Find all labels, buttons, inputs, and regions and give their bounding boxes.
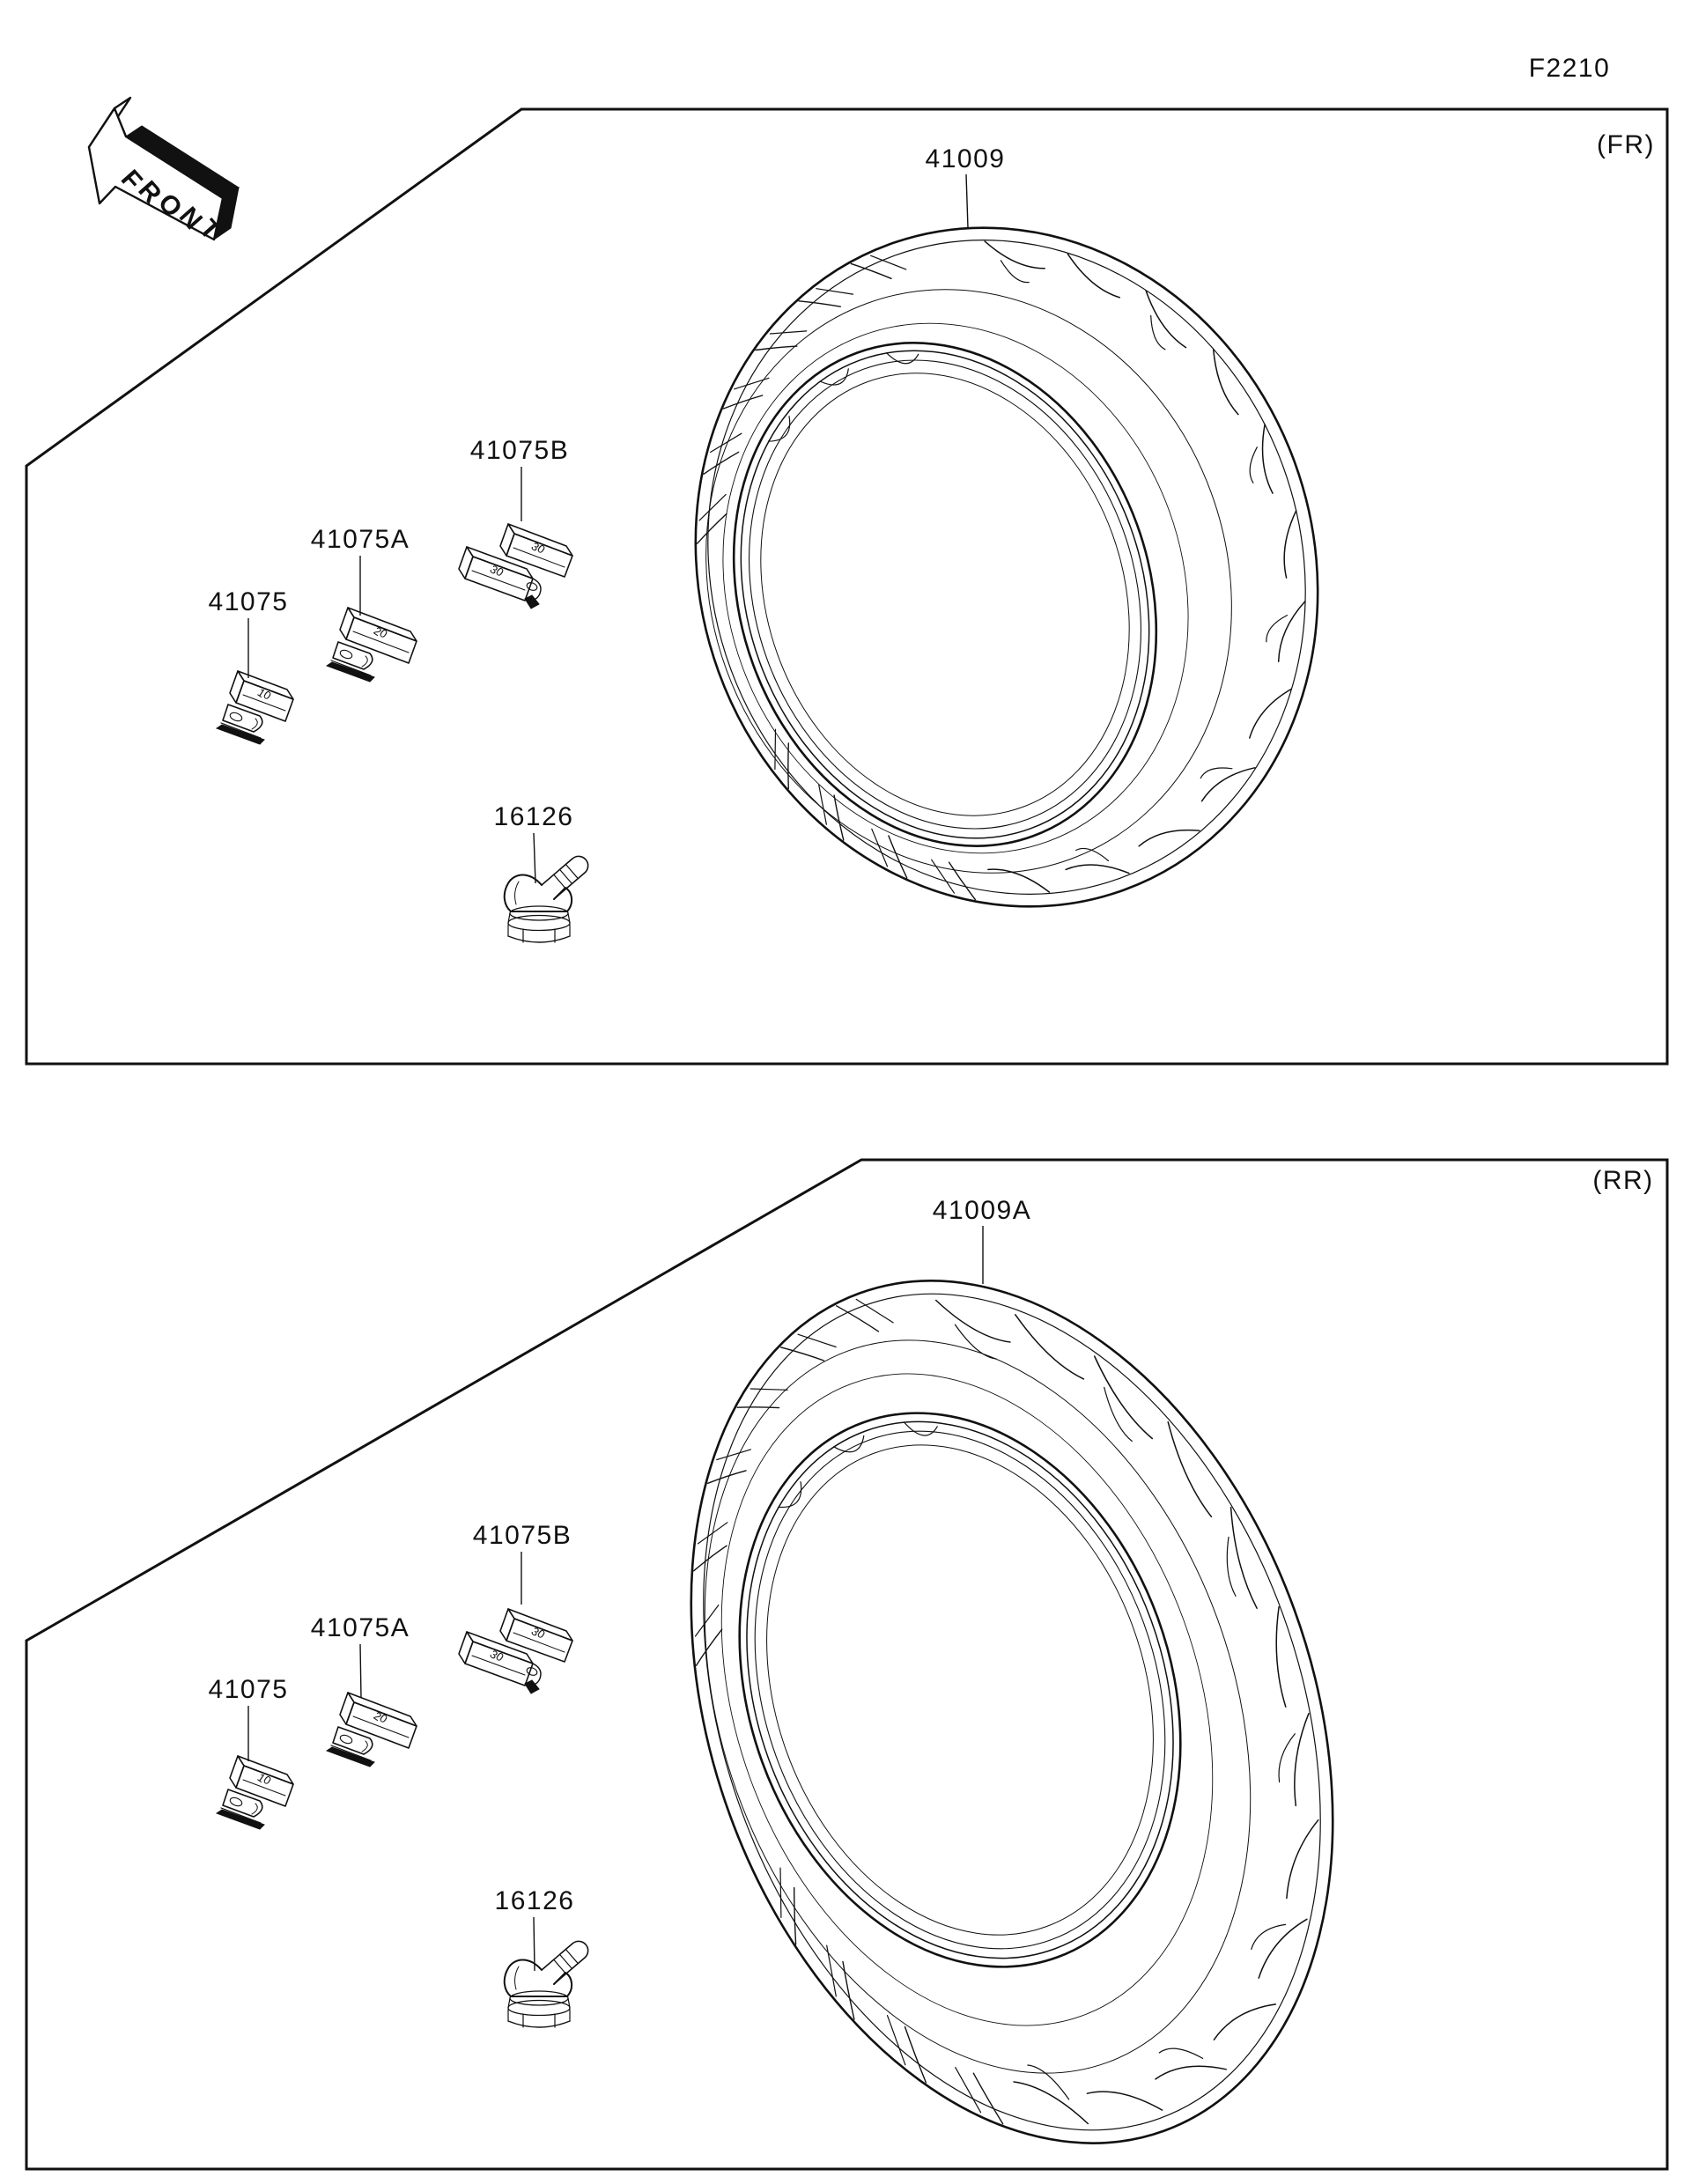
rear-part-41075-label: 41075 [209,1675,289,1704]
front-part-41075A-label: 41075A [311,525,410,554]
rear-tire-drawing [690,1280,1334,2144]
front-panel: FRONT 10 20 30 30 41009 41075 41075A 410… [25,96,1669,1066]
front-leader-lines [247,173,969,884]
front-panel-outline [25,107,1669,1066]
rear-weight-20g-drawing [326,1692,417,1767]
rear-part-16126-label: 16126 [495,1886,575,1915]
front-weight-10g-drawing [216,670,294,745]
rear-panel-outline [25,1158,1669,2171]
tire-front-tread-marks [696,240,1306,901]
front-weight-30g-pair-drawing [458,523,573,609]
front-corner-tag: (FR) [1597,130,1655,159]
front-part-16126-label: 16126 [494,802,574,831]
page-code: F2210 [1529,54,1611,83]
front-air-valve-drawing [503,855,589,943]
rear-weight-30g-pair-drawing [458,1608,573,1694]
front-part-41075B-label: 41075B [470,436,569,465]
front-part-41075-label: 41075 [209,587,289,616]
tire-rear-tread-marks [693,1298,1319,2125]
rear-corner-tag: (RR) [1592,1166,1653,1195]
rear-weight-10g-drawing [216,1755,294,1830]
rear-panel: 10 20 30 30 41009A 41075 41075A 41075B 1… [25,1158,1669,2171]
rear-part-41075B-label: 41075B [473,1521,572,1550]
rear-leader-lines [247,1226,984,1972]
rear-tire-label: 41009A [933,1196,1031,1225]
rear-part-41075A-label: 41075A [311,1613,410,1642]
front-tire-drawing [694,226,1319,908]
front-direction-arrow-icon: FRONT [87,96,240,255]
front-weight-20g-drawing [326,607,417,682]
rear-air-valve-drawing [503,1940,589,2028]
front-tire-label: 41009 [926,144,1006,173]
